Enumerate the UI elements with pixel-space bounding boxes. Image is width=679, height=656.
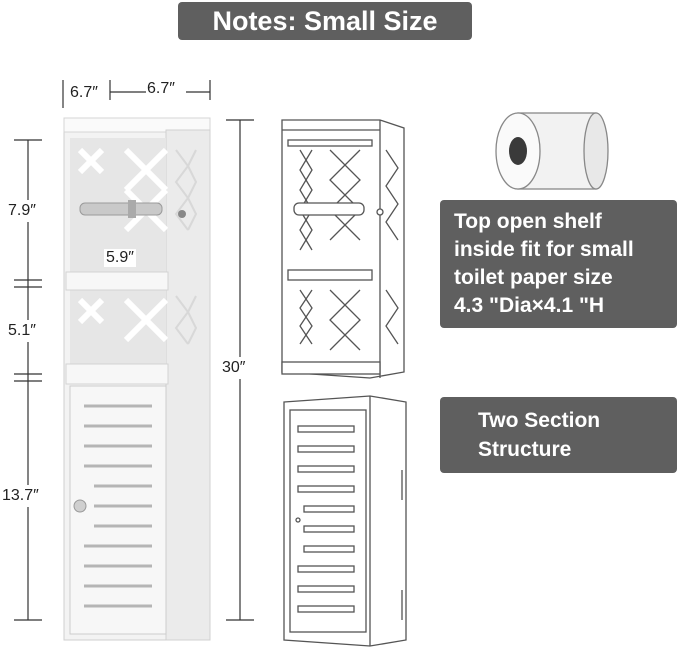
note-line: Two Section xyxy=(478,409,601,432)
structure-note: Two Section Structure xyxy=(440,397,677,473)
inner-width-label: 5.9″ xyxy=(104,249,136,267)
top-shelf-note: Top open shelf inside fit for small toil… xyxy=(440,200,677,328)
note-line: Structure xyxy=(478,438,572,461)
top-section-label: 7.9″ xyxy=(8,200,36,222)
note-line: Top open shelf xyxy=(454,210,602,233)
note-line: inside fit for small xyxy=(454,238,634,261)
width-label: 6.7″ xyxy=(147,80,175,97)
middle-section-label: 5.1″ xyxy=(8,320,36,342)
note-line: 4.3 "Dia×4.1 "H xyxy=(454,294,605,317)
bottom-section-label: 13.7″ xyxy=(2,485,39,507)
depth-label: 6.7″ xyxy=(70,84,98,101)
toilet-paper-icon xyxy=(495,112,609,190)
cabinet-photo xyxy=(63,117,211,641)
note-line: toilet paper size xyxy=(454,266,613,289)
top-section-drawing xyxy=(281,119,405,379)
title-banner: Notes: Small Size xyxy=(178,2,472,40)
bottom-section-drawing xyxy=(283,395,407,647)
total-height-label: 30″ xyxy=(222,357,246,379)
